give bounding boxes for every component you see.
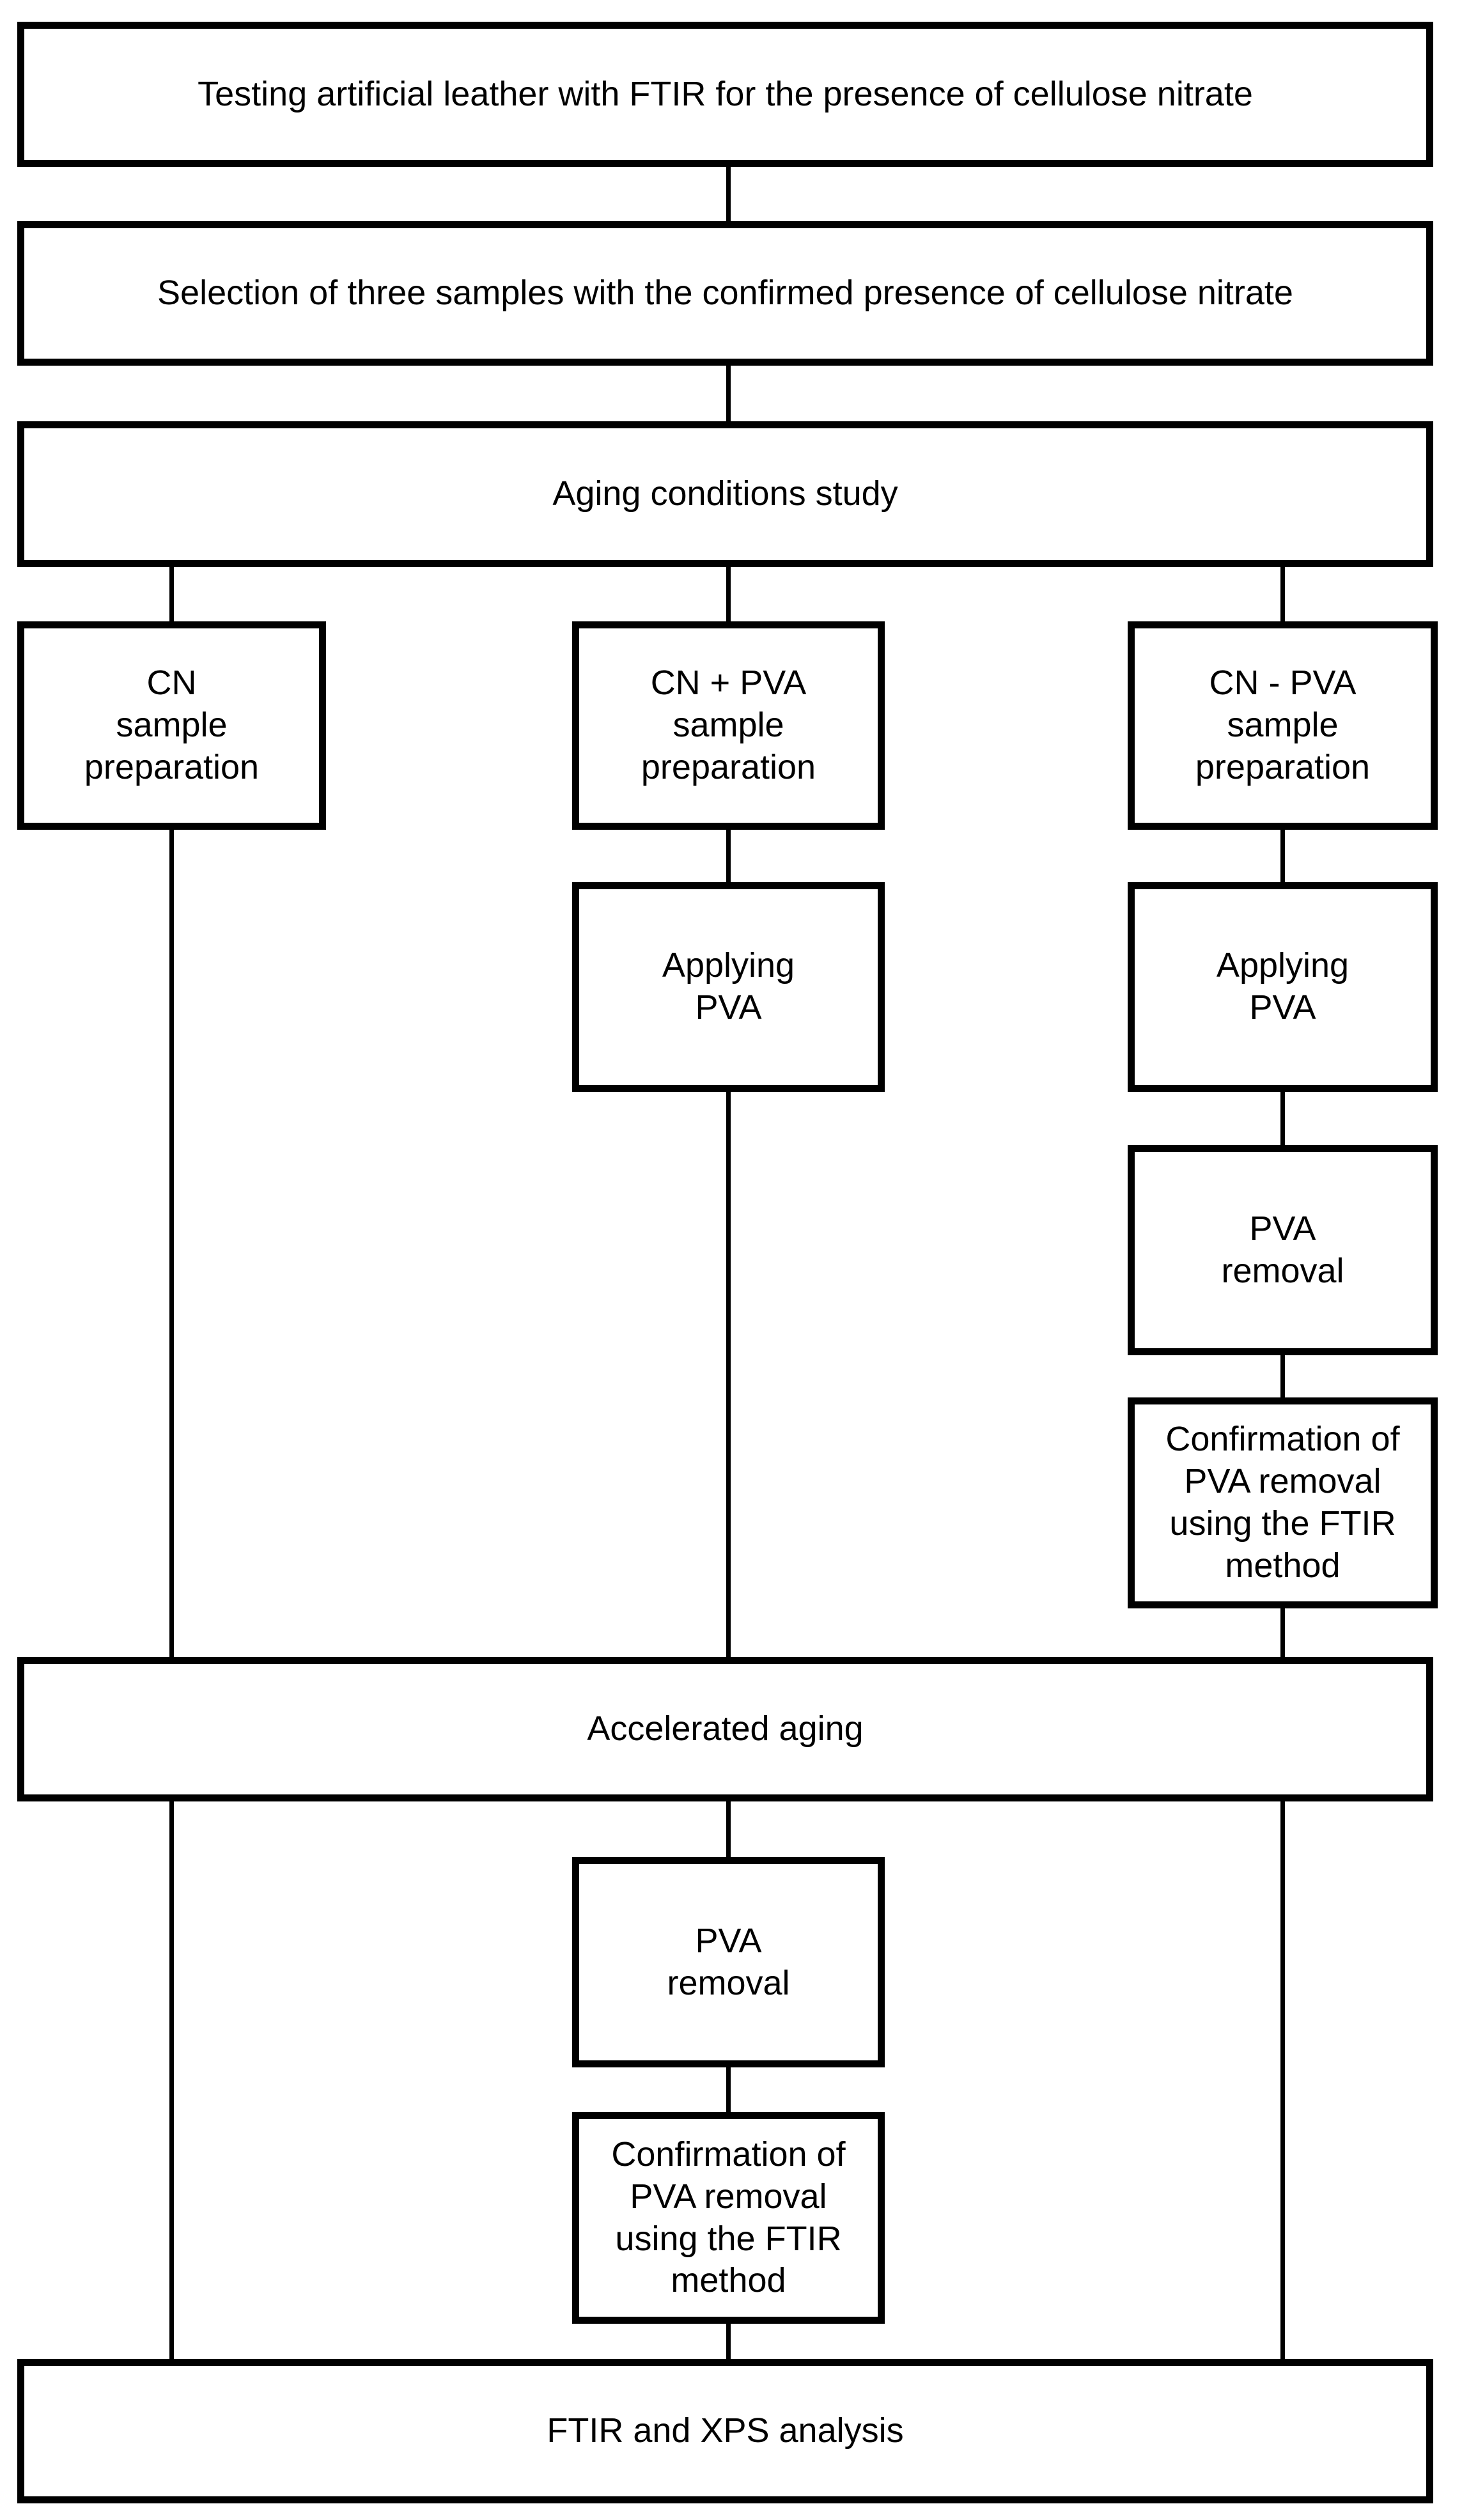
connector-aging-to-cn-prep xyxy=(169,567,174,621)
node-cn-sample-preparation: CN sample preparation xyxy=(17,621,326,830)
connector-pva-removal-right-to-confirmation xyxy=(1280,1355,1285,1397)
node-applying-pva-right-label: Applying PVA xyxy=(1216,946,1349,1027)
node-pva-removal-right-label: PVA removal xyxy=(1221,1209,1344,1290)
connector-applying-pva-right-to-pva-removal xyxy=(1280,1092,1285,1145)
node-cn-minus-pva-sample-preparation: CN - PVA sample preparation xyxy=(1128,621,1438,830)
node-aging-conditions-study-label: Aging conditions study xyxy=(552,474,898,513)
connector-applying-pva-middle-to-accelerated-aging xyxy=(726,1092,731,1657)
node-confirmation-pva-removal-right: Confirmation of PVA removal using the FT… xyxy=(1128,1397,1438,1608)
node-applying-pva-middle-label: Applying PVA xyxy=(662,946,795,1027)
node-accelerated-aging: Accelerated aging xyxy=(17,1657,1433,1801)
connector-selection-to-aging xyxy=(726,366,731,421)
node-aging-conditions-study: Aging conditions study xyxy=(17,421,1433,567)
node-cn-sample-preparation-label: CN sample preparation xyxy=(84,664,260,786)
node-cn-minus-pva-sample-preparation-label: CN - PVA sample preparation xyxy=(1195,664,1371,786)
node-pva-removal-middle-label: PVA removal xyxy=(667,1921,790,2002)
node-testing-artificial-leather: Testing artificial leather with FTIR for… xyxy=(17,22,1433,167)
connector-cn-prep-to-accelerated-aging xyxy=(169,830,174,1657)
connector-accelerated-aging-to-ftir-left xyxy=(169,1801,174,2359)
connector-testing-to-selection xyxy=(726,167,731,221)
node-ftir-xps-analysis: FTIR and XPS analysis xyxy=(17,2359,1433,2503)
node-selection-three-samples-label: Selection of three samples with the conf… xyxy=(157,274,1293,313)
connector-confirmation-middle-to-ftir xyxy=(726,2324,731,2359)
node-applying-pva-middle: Applying PVA xyxy=(572,882,885,1092)
connector-accelerated-aging-to-pva-removal-middle xyxy=(726,1801,731,1857)
node-pva-removal-right: PVA removal xyxy=(1128,1145,1438,1355)
node-cn-plus-pva-sample-preparation: CN + PVA sample preparation xyxy=(572,621,885,830)
connector-accelerated-aging-to-ftir-right xyxy=(1280,1801,1285,2359)
node-accelerated-aging-label: Accelerated aging xyxy=(587,1709,864,1748)
connector-cn-minus-pva-prep-to-applying-pva xyxy=(1280,830,1285,882)
node-confirmation-pva-removal-middle-label: Confirmation of PVA removal using the FT… xyxy=(611,2135,846,2300)
node-applying-pva-right: Applying PVA xyxy=(1128,882,1438,1092)
connector-cn-plus-pva-prep-to-applying-pva xyxy=(726,830,731,882)
connector-aging-to-cn-plus-pva-prep xyxy=(726,567,731,621)
node-ftir-xps-analysis-label: FTIR and XPS analysis xyxy=(547,2411,904,2450)
node-confirmation-pva-removal-middle: Confirmation of PVA removal using the FT… xyxy=(572,2112,885,2324)
node-pva-removal-middle: PVA removal xyxy=(572,1857,885,2067)
node-confirmation-pva-removal-right-label: Confirmation of PVA removal using the FT… xyxy=(1165,1420,1400,1585)
connector-pva-removal-middle-to-confirmation xyxy=(726,2067,731,2112)
node-testing-artificial-leather-label: Testing artificial leather with FTIR for… xyxy=(198,74,1253,113)
node-cn-plus-pva-sample-preparation-label: CN + PVA sample preparation xyxy=(641,664,816,786)
connector-confirmation-right-to-accelerated-aging xyxy=(1280,1608,1285,1657)
connector-aging-to-cn-minus-pva-prep xyxy=(1280,567,1285,621)
node-selection-three-samples: Selection of three samples with the conf… xyxy=(17,221,1433,366)
